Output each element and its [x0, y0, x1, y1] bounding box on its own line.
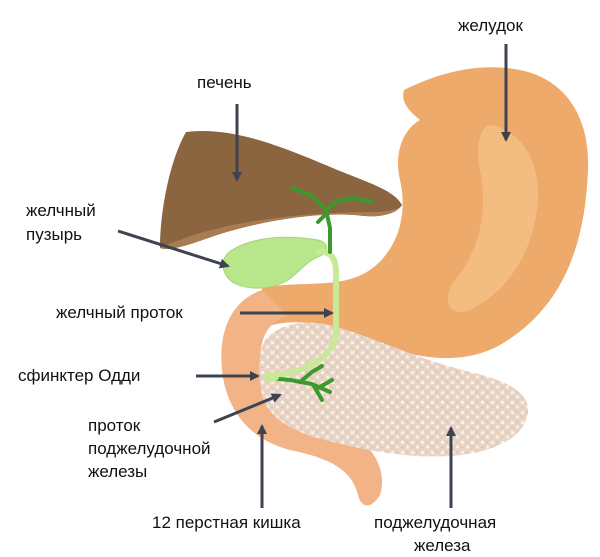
gallbladder-label-line2: пузырь — [26, 224, 82, 245]
duodenum-label: 12 перстная кишка — [152, 512, 301, 533]
pancreatic-duct-label-line1: проток — [88, 415, 140, 436]
pancreas-label-line2: железа — [414, 535, 471, 556]
sphincter-label: сфинктер Одди — [18, 365, 140, 386]
gallbladder-shape — [223, 237, 327, 288]
liver-label: печень — [197, 72, 252, 93]
bile-duct-label: желчный проток — [56, 302, 183, 323]
pancreatic-duct-label-line2: поджелудочной — [88, 438, 211, 459]
stomach-label: желудок — [458, 15, 523, 36]
liver-shape — [160, 131, 402, 249]
sphincter-of-oddi — [263, 372, 279, 382]
gallbladder-label-line1: желчный — [26, 200, 96, 221]
pancreatic-duct-label-line3: железы — [88, 461, 147, 482]
pancreas-label-line1: поджелудочная — [374, 512, 496, 533]
